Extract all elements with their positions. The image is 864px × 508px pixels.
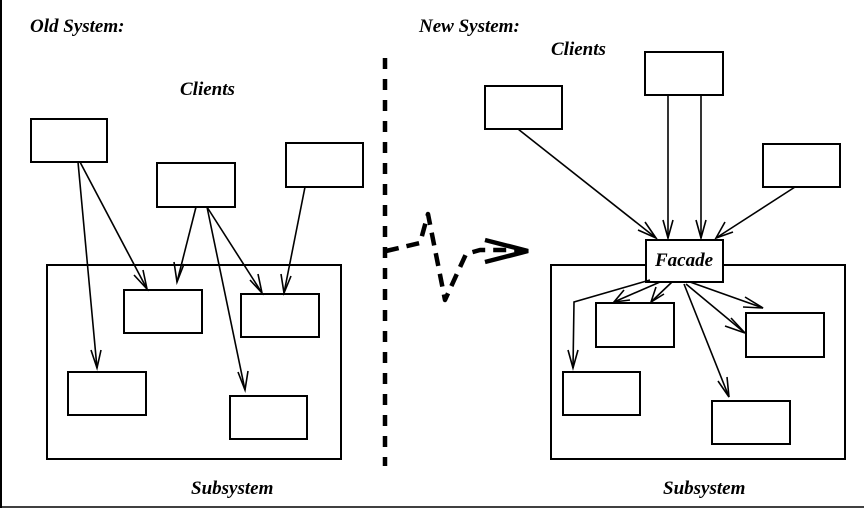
old-arrow-c1-to-class1	[79, 161, 149, 292]
new-arrow-client1-to-facade-right	[695, 95, 707, 241]
old-subsystem-class-1	[123, 289, 203, 334]
new-arrow-client1-to-facade-left	[662, 95, 674, 241]
old-client-box-3	[285, 142, 364, 188]
old-arrow-c2-to-class4	[206, 206, 249, 394]
old-arrow-c1-to-class3	[77, 161, 102, 371]
old-subsystem-class-2	[240, 293, 320, 338]
new-arrow-facade-to-class2-a	[689, 281, 764, 309]
new-arrow-facade-to-class4	[683, 283, 730, 398]
new-arrow-facade-to-class2-b	[685, 283, 746, 334]
old-subsystem-frame	[46, 264, 342, 460]
facade-label: Facade	[654, 250, 714, 271]
old-arrow-c3-to-class2	[280, 186, 306, 296]
new-system-heading: New System:	[418, 16, 520, 37]
new-system-panel: New System: Clients Facade	[418, 16, 846, 499]
new-client-box-1	[644, 51, 724, 96]
new-subsystem-class-3	[562, 371, 641, 416]
new-subsystem-class-1	[595, 302, 675, 348]
old-arrow-c2-to-class1	[173, 206, 197, 286]
new-arrow-facade-to-class3	[567, 279, 651, 371]
old-system-panel: Old System: Clients	[30, 16, 364, 499]
old-subsystem-class-3	[67, 371, 147, 416]
old-clients-label: Clients	[180, 79, 235, 100]
new-subsystem-class-2	[745, 312, 825, 358]
new-arrow-client2-to-facade	[517, 128, 659, 240]
old-subsystem-label: Subsystem	[191, 478, 273, 499]
old-subsystem-class-4	[229, 395, 308, 440]
new-subsystem-label: Subsystem	[663, 478, 745, 499]
new-arrow-facade-to-class1	[612, 281, 661, 304]
old-arrow-c2-to-class2	[206, 206, 264, 296]
new-client-box-3	[762, 143, 841, 188]
facade-box: Facade	[645, 239, 724, 283]
old-system-heading: Old System:	[30, 16, 124, 37]
old-client-box-1	[30, 118, 108, 163]
old-client-box-2	[156, 162, 236, 208]
new-arrow-client3-to-facade	[714, 186, 796, 240]
new-client-box-2	[484, 85, 563, 130]
new-arrow-facade-to-class1-b	[649, 281, 673, 304]
new-subsystem-class-4	[711, 400, 791, 445]
new-clients-label: Clients	[551, 39, 606, 60]
transformation-arrow	[385, 211, 529, 303]
